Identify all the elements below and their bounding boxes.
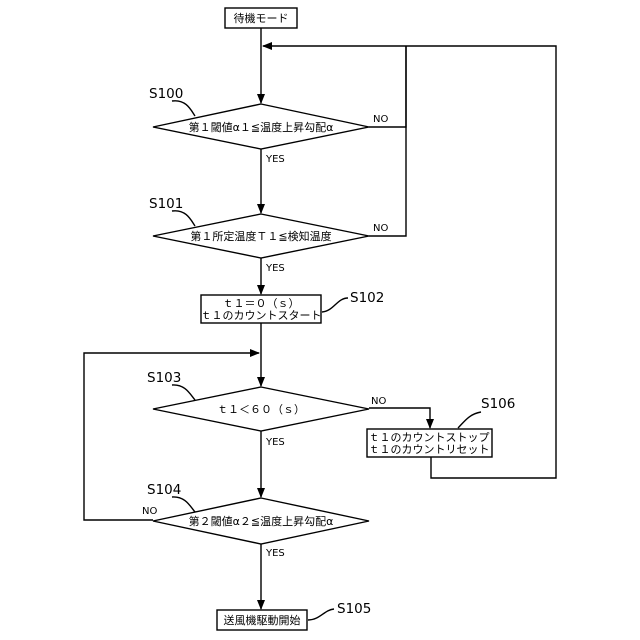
leader-s105 (308, 609, 334, 620)
step-label-s100: S100 (149, 86, 183, 102)
no-label-s104: NO (142, 506, 157, 517)
connector-s103-no (369, 408, 430, 428)
process-s102-line2: ｔ１のカウントスタート (201, 309, 322, 322)
connector-s101-no (369, 46, 406, 236)
start-label: 待機モード (234, 11, 289, 25)
step-label-s106: S106 (481, 396, 515, 412)
decision-s103-label: ｔ１＜６０（ｓ） (217, 403, 305, 416)
step-label-s105: S105 (337, 601, 371, 617)
leader-s103 (172, 385, 195, 400)
step-label-s103: S103 (147, 370, 181, 386)
process-s106-line2: ｔ１のカウントリセット (369, 443, 490, 456)
leader-s101 (172, 211, 195, 226)
step-label-s101: S101 (149, 196, 183, 212)
no-label-s103: NO (371, 396, 386, 407)
step-label-s102: S102 (350, 290, 384, 306)
leader-s104 (172, 497, 195, 512)
yes-label-s100: YES (265, 154, 285, 165)
no-label-s100: NO (373, 114, 388, 125)
yes-label-s101: YES (265, 263, 285, 274)
yes-label-s103: YES (265, 437, 285, 448)
no-label-s101: NO (373, 223, 388, 234)
decision-s100-label: 第１閾値α１≦温度上昇勾配α (189, 120, 334, 134)
leader-s100 (172, 101, 195, 116)
yes-label-s104: YES (265, 548, 285, 559)
step-label-s104: S104 (147, 482, 181, 498)
leader-s102 (322, 298, 348, 312)
decision-s104-label: 第２閾値α２≦温度上昇勾配α (189, 514, 334, 528)
decision-s101-label: 第１所定温度Ｔ１≦検知温度 (190, 229, 331, 243)
process-s105-label: 送風機駆動開始 (224, 613, 301, 627)
leader-s106 (458, 412, 481, 428)
